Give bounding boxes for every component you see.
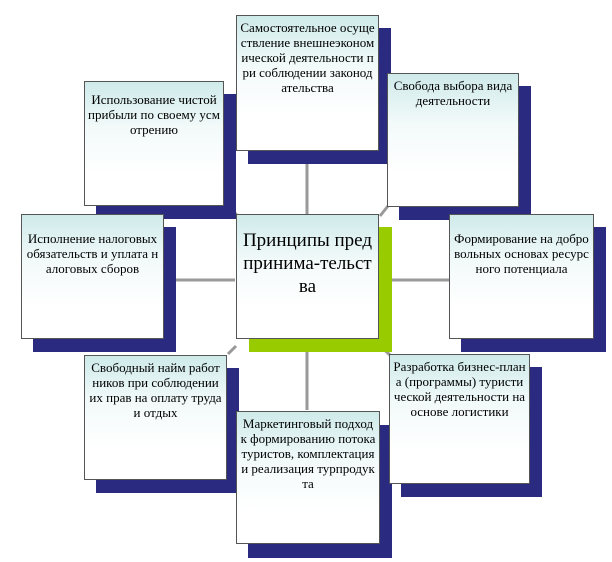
principle-bottom: Маркетинговый подход к формированию пото… [236,411,380,544]
principle-left-text: Исполнение налоговых обязательств и упла… [26,231,159,276]
principle-top-left-text: Использование чистой прибыли по своему у… [88,92,220,137]
principle-top-right: Свобода выбора вида деятельности [387,73,519,207]
connector-bottom-left [226,344,238,356]
principle-top: Самостоятельное осуществление внешнеэкон… [236,15,379,151]
principle-left: Исполнение налоговых обязательств и упла… [21,214,164,339]
principle-top-left: Использование чистой прибыли по своему у… [84,81,224,206]
principle-right-text: Формирование на добровольных основах рес… [454,231,589,276]
principle-bottom-left-text: Свободный найм работников при соблюдении… [89,360,222,420]
principle-bottom-text: Маркетинговый подход к формированию пото… [240,416,376,491]
principle-top-text: Самостоятельное осуществление внешнеэкон… [240,20,375,95]
principle-top-right-text: Свобода выбора вида деятельности [393,78,513,108]
center-title: Принципы предпринима-тельства [242,230,373,297]
principle-bottom-left: Свободный найм работников при соблюдении… [84,355,227,480]
principle-bottom-right: Разработка бизнес-плана (программы) тури… [389,354,530,484]
principle-bottom-right-text: Разработка бизнес-плана (программы) тури… [393,359,526,419]
connector-top-right [378,205,390,217]
center-box: Принципы предпринима-тельства [236,214,379,339]
principle-right: Формирование на добровольных основах рес… [449,214,594,339]
